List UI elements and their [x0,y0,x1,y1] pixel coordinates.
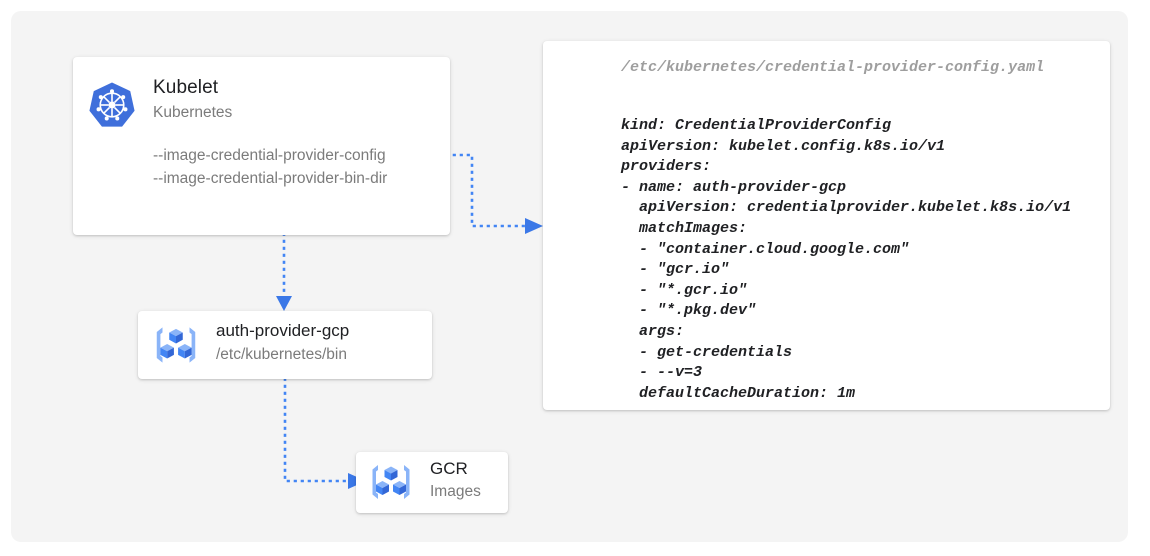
container-registry-icon [156,327,196,363]
card-kubelet-subtitle: Kubernetes [153,104,233,121]
card-auth-provider-gcp[interactable]: auth-provider-gcp /etc/kubernetes/bin [138,311,432,379]
kubernetes-logo-icon [89,82,135,127]
kubelet-flag-image-credential-provider-bin-dir: --image-credential-provider-bin-dir [153,170,388,187]
card-gcr[interactable]: GCR Images [356,452,508,513]
card-kubelet-title: Kubelet [153,77,219,98]
card-auth-provider-subtitle: /etc/kubernetes/bin [216,346,347,363]
container-registry-icon [372,465,410,499]
card-credential-provider-config[interactable]: /etc/kubernetes/credential-provider-conf… [543,41,1110,410]
yaml-content: kind: CredentialProviderConfig apiVersio… [621,117,1072,402]
card-auth-provider-title: auth-provider-gcp [216,321,350,340]
card-kubelet[interactable]: Kubelet Kubernetes --image-credential-pr… [73,57,450,235]
yaml-file-path: /etc/kubernetes/credential-provider-conf… [621,59,1045,76]
card-gcr-title: GCR [430,459,468,478]
card-gcr-subtitle: Images [430,483,481,500]
kubelet-flag-image-credential-provider-config: --image-credential-provider-config [153,147,386,164]
